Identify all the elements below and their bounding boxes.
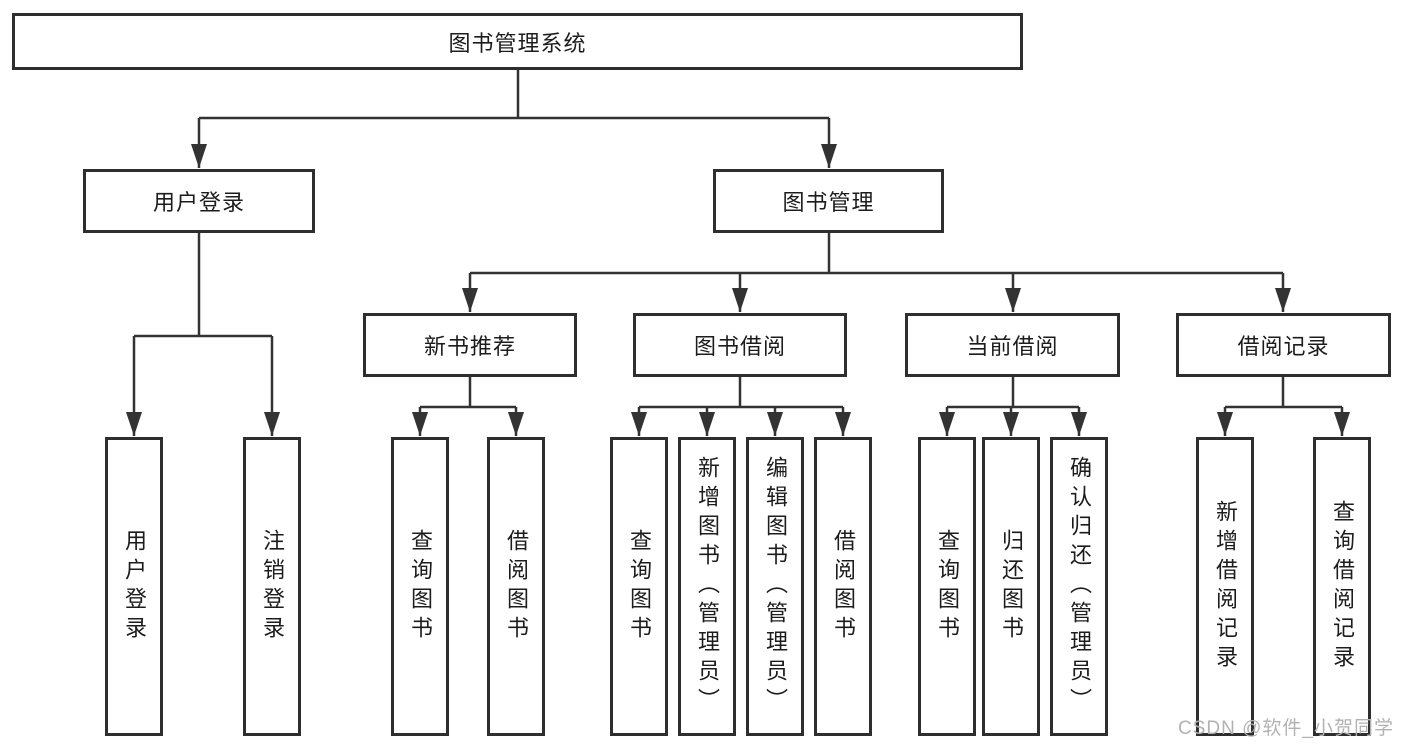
node-book-management: 图书管理 — [713, 169, 944, 233]
node-root-system: 图书管理系统 — [12, 13, 1023, 70]
leaf-add-books-admin: 新增图书（管理员） — [678, 437, 736, 736]
node-user-login-label: 用户登录 — [152, 190, 245, 215]
leaf-borrow-books-recommend-label: 借阅图书 — [504, 528, 529, 645]
leaf-query-books-current-label: 查询图书 — [935, 528, 960, 645]
leaf-add-borrow-record: 新增借阅记录 — [1196, 437, 1254, 736]
leaf-add-borrow-record-label: 新增借阅记录 — [1213, 499, 1238, 674]
node-borrowing-records-label: 借阅记录 — [1237, 334, 1330, 359]
leaf-logout: 注销登录 — [243, 437, 301, 736]
csdn-watermark: CSDN @软件_小贺同学 — [1178, 718, 1394, 739]
leaf-query-borrow-record: 查询借阅记录 — [1313, 437, 1371, 736]
node-current-borrowing: 当前借阅 — [905, 313, 1120, 377]
leaf-edit-books-admin-label: 编辑图书（管理员） — [763, 456, 788, 717]
node-current-borrowing-label: 当前借阅 — [966, 334, 1059, 359]
node-new-book-recommend-label: 新书推荐 — [423, 334, 516, 359]
node-book-borrowing-label: 图书借阅 — [693, 334, 786, 359]
leaf-borrow-books-label: 借阅图书 — [831, 528, 856, 645]
node-book-management-label: 图书管理 — [782, 190, 875, 215]
leaf-return-books-label: 归还图书 — [999, 528, 1024, 645]
leaf-confirm-return-admin: 确认归还（管理员） — [1050, 437, 1108, 736]
leaf-user-login: 用户登录 — [105, 437, 163, 736]
leaf-query-books-recommend: 查询图书 — [391, 437, 449, 736]
leaf-return-books: 归还图书 — [982, 437, 1040, 736]
leaf-edit-books-admin: 编辑图书（管理员） — [746, 437, 804, 736]
leaf-logout-label: 注销登录 — [260, 528, 285, 645]
node-new-book-recommend: 新书推荐 — [363, 313, 577, 377]
leaf-user-login-label: 用户登录 — [122, 528, 147, 645]
node-book-borrowing: 图书借阅 — [633, 313, 847, 377]
leaf-query-books-borrow: 查询图书 — [610, 437, 668, 736]
node-borrowing-records: 借阅记录 — [1176, 313, 1391, 377]
node-user-login: 用户登录 — [83, 169, 315, 233]
leaf-query-borrow-record-label: 查询借阅记录 — [1330, 499, 1355, 674]
leaf-confirm-return-admin-label: 确认归还（管理员） — [1067, 456, 1092, 717]
leaf-query-books-current: 查询图书 — [918, 437, 976, 736]
leaf-query-books-borrow-label: 查询图书 — [627, 528, 652, 645]
leaf-add-books-admin-label: 新增图书（管理员） — [695, 456, 720, 717]
leaf-borrow-books-recommend: 借阅图书 — [487, 437, 545, 736]
leaf-query-books-recommend-label: 查询图书 — [408, 528, 433, 645]
node-root-label: 图书管理系统 — [448, 30, 587, 56]
leaf-borrow-books: 借阅图书 — [814, 437, 872, 736]
